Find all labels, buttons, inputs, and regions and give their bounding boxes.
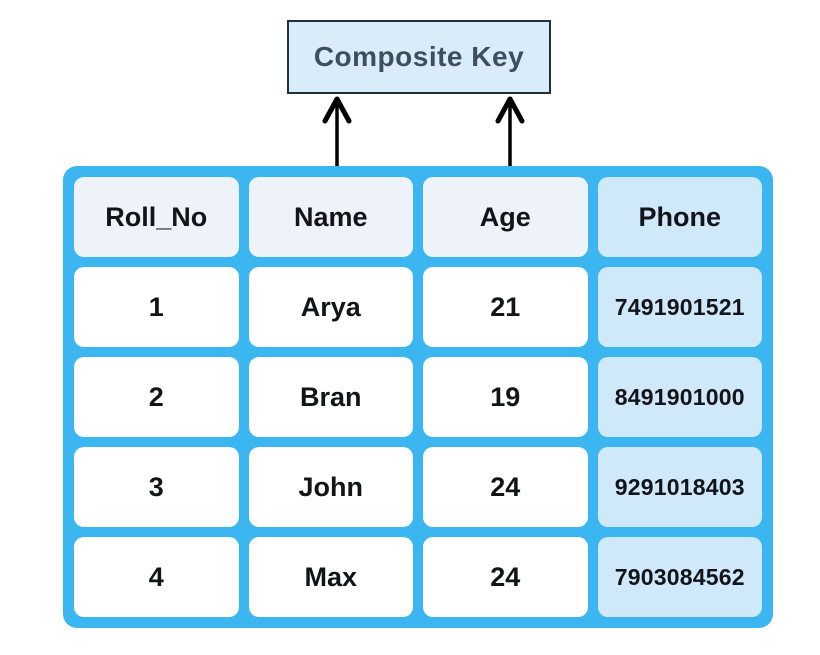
cell-value: Bran <box>299 381 362 412</box>
composite-key-label: Composite Key <box>313 41 525 72</box>
header-cell-name: Name <box>248 177 413 257</box>
header-label: Name <box>293 201 368 232</box>
table-cell-phone: 7491901521 <box>597 267 762 347</box>
header-label: Age <box>479 201 531 232</box>
header-label: Roll_No <box>105 201 208 232</box>
cell-value: 24 <box>490 471 521 502</box>
students-table: Roll_No Name Age Phone 1 Arya 21 7491901… <box>63 166 773 628</box>
arrow-from-name-column-icon <box>322 96 352 167</box>
table-cell-phone: 7903084562 <box>597 537 762 617</box>
composite-key-label-box: Composite Key <box>287 20 551 94</box>
cell-value: 4 <box>148 561 164 592</box>
header-cell-phone: Phone <box>597 177 762 257</box>
table-cell-roll-no: 3 <box>74 447 239 527</box>
table-cell-name: John <box>248 447 413 527</box>
cell-value: 21 <box>490 291 521 322</box>
cell-value: 9291018403 <box>614 473 745 500</box>
table-cell-name: Arya <box>248 267 413 347</box>
table-cell-age: 24 <box>423 447 588 527</box>
cell-value: 7491901521 <box>614 293 745 320</box>
table-cell-roll-no: 1 <box>74 267 239 347</box>
cell-value: 19 <box>490 381 521 412</box>
table-cell-phone: 8491901000 <box>597 357 762 437</box>
cell-value: 8491901000 <box>614 383 745 410</box>
table-cell-age: 19 <box>423 357 588 437</box>
header-label: Phone <box>638 201 721 232</box>
header-cell-roll-no: Roll_No <box>74 177 239 257</box>
table-cell-phone: 9291018403 <box>597 447 762 527</box>
table-cell-roll-no: 2 <box>74 357 239 437</box>
table-cell-age: 24 <box>423 537 588 617</box>
table-cell-age: 21 <box>423 267 588 347</box>
cell-value: 3 <box>148 471 164 502</box>
cell-value: 7903084562 <box>614 563 745 590</box>
cell-value: Max <box>304 561 358 592</box>
cell-value: Arya <box>300 291 361 322</box>
table-cell-roll-no: 4 <box>74 537 239 617</box>
cell-value: 24 <box>490 561 521 592</box>
header-cell-age: Age <box>423 177 588 257</box>
cell-value: 1 <box>148 291 164 322</box>
table-cell-name: Max <box>248 537 413 617</box>
table-cell-name: Bran <box>248 357 413 437</box>
cell-value: 2 <box>148 381 164 412</box>
cell-value: John <box>298 471 364 502</box>
table-grid: Roll_No Name Age Phone 1 Arya 21 7491901… <box>74 177 762 617</box>
arrow-from-age-column-icon <box>495 96 525 167</box>
